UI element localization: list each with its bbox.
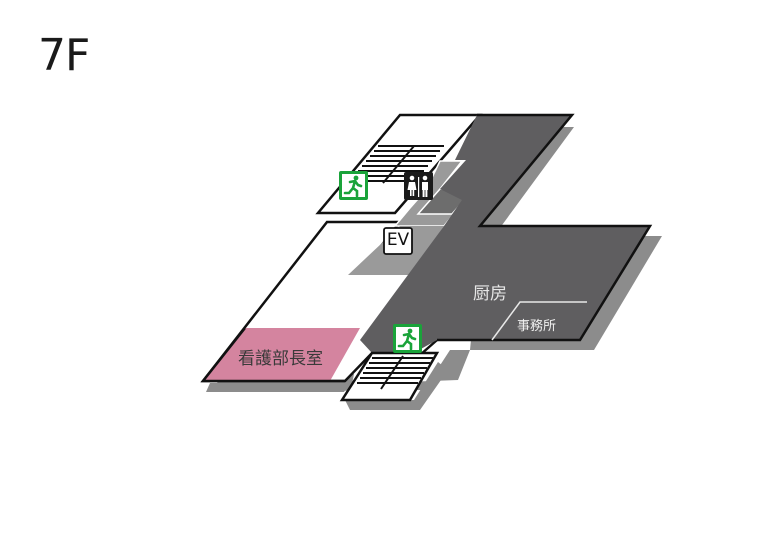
elevator-icon (383, 227, 413, 255)
lower-stairs (357, 355, 433, 390)
nursing-director-room (203, 328, 360, 381)
emergency-exit-icon (393, 324, 422, 353)
kitchen-area (360, 115, 650, 355)
floor-label: 7F (38, 30, 90, 81)
office-outline (491, 301, 587, 341)
restroom-icon (404, 172, 433, 200)
emergency-exit-icon (339, 171, 368, 200)
nursing-director-label: 看護部長室 (238, 349, 323, 369)
kitchen-label: 厨房 (473, 284, 507, 304)
kitchen-outline (437, 113, 653, 342)
office-label: 事務所 (517, 319, 557, 334)
elevator-label: EV (386, 230, 410, 250)
